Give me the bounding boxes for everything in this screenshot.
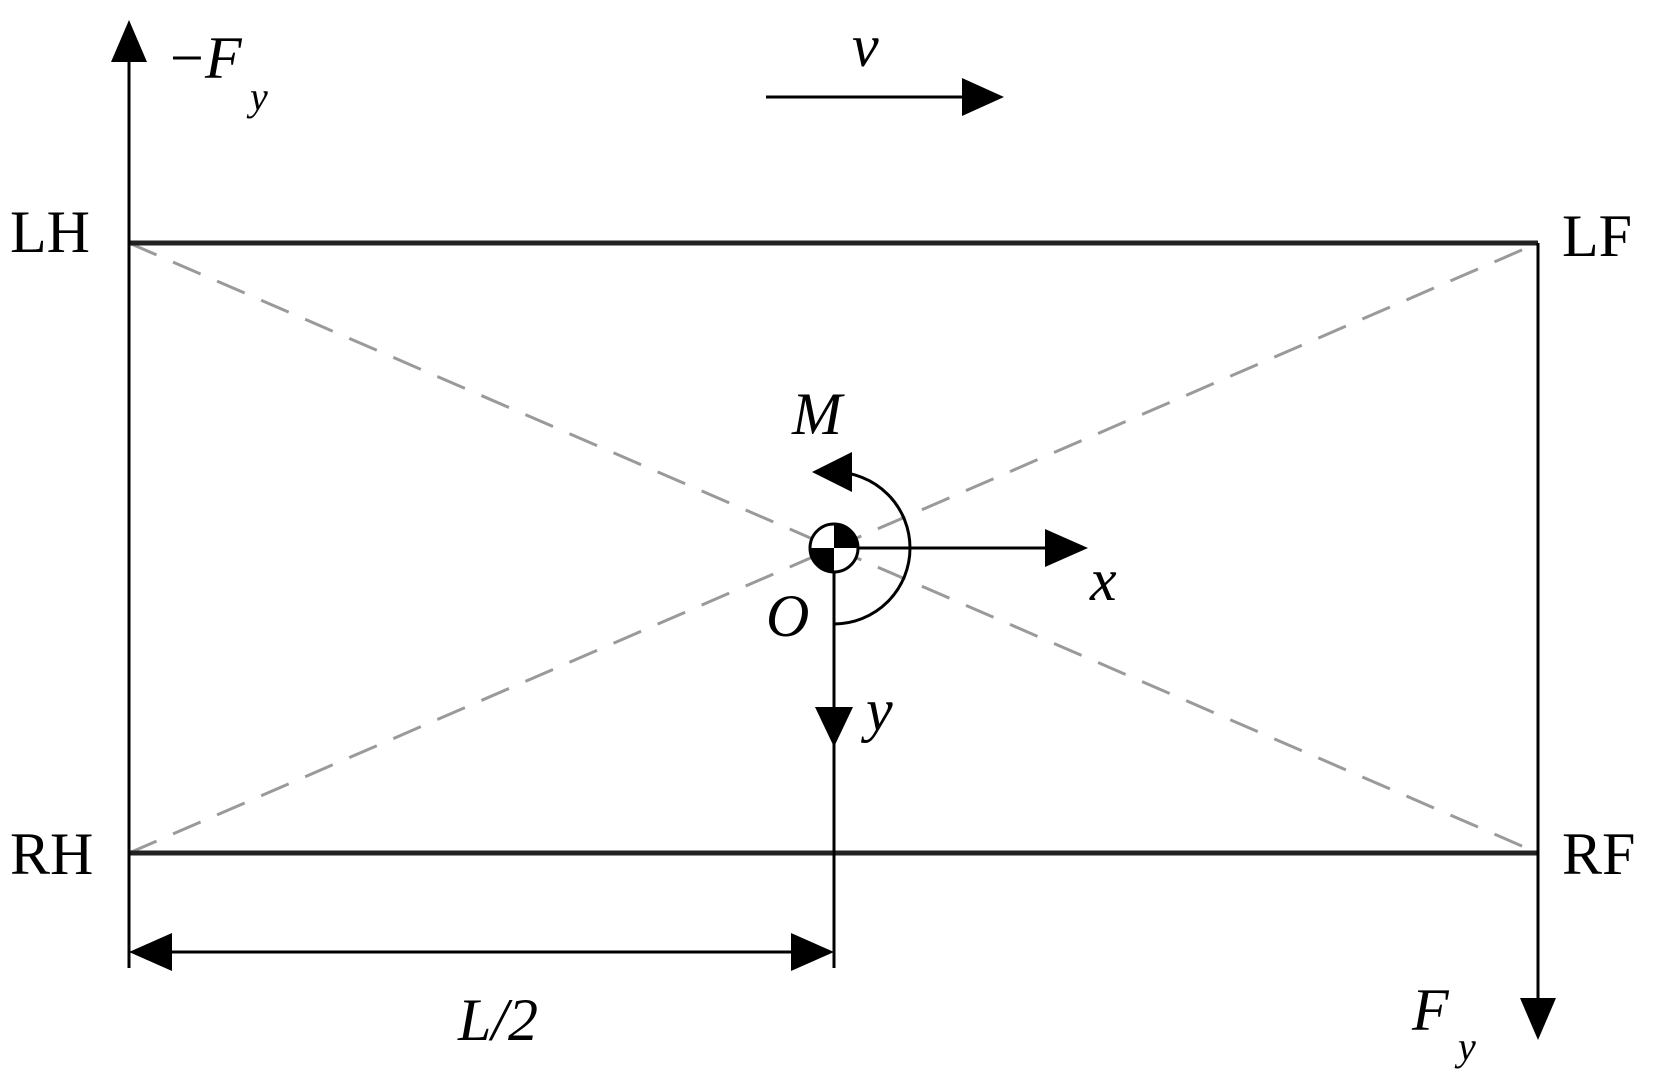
neg-force-arrowhead bbox=[111, 20, 147, 62]
moment-arc bbox=[833, 470, 912, 626]
label-rh: RH bbox=[10, 821, 93, 887]
dimension-arrowhead-right bbox=[791, 933, 834, 971]
label-lh: LH bbox=[10, 199, 90, 265]
diagonal-lh-rf bbox=[128, 241, 1539, 855]
velocity-arrowhead bbox=[962, 78, 1004, 116]
y-axis-arrowhead bbox=[815, 707, 853, 747]
dimension-arrowhead-left bbox=[129, 933, 172, 971]
x-axis-arrowhead bbox=[1045, 529, 1088, 567]
y-axis-label: y bbox=[860, 677, 893, 743]
dimension-label: L/2 bbox=[457, 987, 538, 1053]
pos-force-symbol: F bbox=[1411, 977, 1450, 1043]
neg-force-symbol: F bbox=[204, 25, 243, 91]
pos-force-subscript: y bbox=[1454, 1024, 1476, 1069]
neg-force-subscript: y bbox=[246, 74, 268, 119]
label-rf: RF bbox=[1562, 821, 1635, 887]
neg-force-sign: − bbox=[170, 25, 204, 91]
origin-label: O bbox=[766, 583, 809, 649]
diagonal-rh-lf bbox=[128, 241, 1539, 855]
moment-arrowhead bbox=[812, 452, 852, 492]
label-lf: LF bbox=[1562, 203, 1632, 269]
moment-label: M bbox=[791, 381, 845, 447]
center-of-mass-symbol bbox=[808, 522, 860, 574]
velocity-label: v bbox=[852, 13, 879, 79]
pos-force-arrowhead bbox=[1520, 998, 1556, 1040]
x-axis-label: x bbox=[1089, 547, 1117, 613]
